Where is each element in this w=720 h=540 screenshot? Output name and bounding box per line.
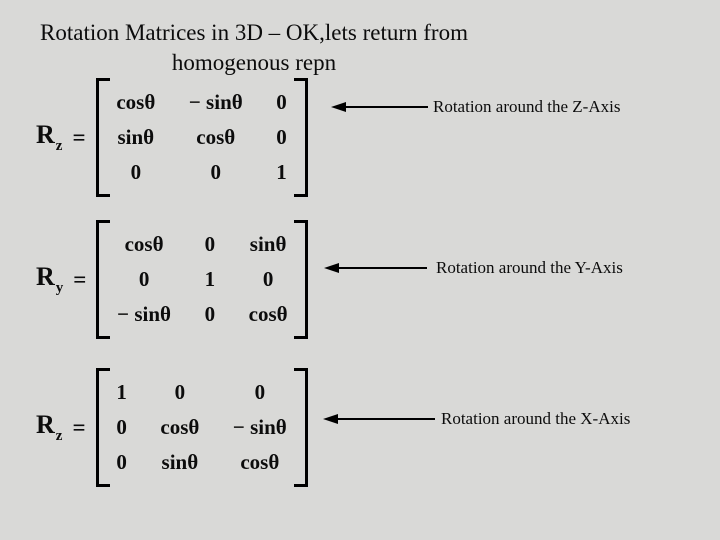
matrix-cell: 1 — [276, 160, 287, 184]
matrix-cell: cosθ — [116, 90, 156, 114]
matrix-brackets: 1 0 0 0 cosθ − sinθ 0 sinθ cosθ — [95, 368, 308, 487]
matrix-entries: cosθ 0 sinθ 0 1 0 − sinθ 0 cosθ — [113, 227, 291, 332]
arrow-line — [338, 418, 435, 420]
annotation-arrow-y — [324, 261, 427, 275]
matrix-group-z: Rz = cosθ − sinθ 0 sinθ cosθ 0 0 0 1 — [36, 78, 308, 197]
annotation-z-axis: Rotation around the Z-Axis — [433, 97, 621, 116]
arrow-head-icon — [331, 102, 346, 112]
equals-sign: = — [72, 414, 86, 440]
matrix-letter: R — [36, 410, 56, 439]
matrix-letter: R — [36, 120, 56, 149]
matrix-label: Rz — [36, 120, 63, 155]
arrow-head-icon — [323, 414, 338, 424]
matrix-brackets: cosθ 0 sinθ 0 1 0 − sinθ 0 cosθ — [96, 220, 309, 339]
matrix-cell: 0 — [116, 415, 127, 439]
matrix-cell: cosθ — [196, 125, 236, 149]
matrix-cell: 1 — [204, 267, 216, 291]
matrix-cell: 0 — [116, 450, 127, 474]
matrix-cell: cosθ — [160, 415, 200, 439]
annotation-x-axis: Rotation around the X-Axis — [441, 409, 631, 428]
matrix-cell: 0 — [210, 160, 222, 184]
matrix-cell: − sinθ — [117, 302, 172, 326]
matrix-cell: 0 — [276, 125, 287, 149]
annotation-arrow-z — [331, 100, 428, 114]
matrix-entries: 1 0 0 0 cosθ − sinθ 0 sinθ cosθ — [113, 375, 291, 480]
matrix-label: Ry — [36, 262, 64, 297]
matrix-cell: 0 — [138, 267, 150, 291]
matrix-cell: cosθ — [124, 232, 164, 256]
arrow-line — [346, 106, 428, 108]
matrix-subscript: y — [55, 280, 65, 296]
matrix-cell: 0 — [204, 302, 216, 326]
title-line-2: homogenous repn — [171, 50, 337, 75]
arrow-head-icon — [324, 263, 339, 273]
annotation-arrow-x — [323, 412, 435, 426]
matrix-group-y: Ry = cosθ 0 sinθ 0 1 0 − sinθ 0 cosθ — [36, 220, 309, 339]
matrix-cell: cosθ — [240, 450, 280, 474]
matrix-letter: R — [36, 262, 56, 291]
title-line-1: Rotation Matrices in 3D – OK,lets return… — [40, 20, 468, 45]
matrix-cell: cosθ — [248, 302, 288, 326]
matrix-cell: sinθ — [249, 232, 287, 256]
matrix-cell: 1 — [116, 380, 127, 404]
equals-sign: = — [72, 124, 86, 150]
matrix-brackets: cosθ − sinθ 0 sinθ cosθ 0 0 0 1 — [95, 78, 308, 197]
matrix-cell: 0 — [276, 90, 287, 114]
matrix-subscript: z — [55, 138, 64, 154]
equals-sign: = — [73, 266, 87, 292]
matrix-subscript: z — [55, 428, 64, 444]
matrix-cell: − sinθ — [232, 415, 287, 439]
matrix-cell: 0 — [254, 380, 266, 404]
annotation-y-axis: Rotation around the Y-Axis — [436, 258, 623, 277]
matrix-cell: sinθ — [117, 125, 155, 149]
matrix-cell: 0 — [174, 380, 186, 404]
matrix-cell: 0 — [262, 267, 274, 291]
matrix-label: Rz — [36, 410, 63, 445]
matrix-cell: sinθ — [161, 450, 199, 474]
matrix-group-x: Rz = 1 0 0 0 cosθ − sinθ 0 sinθ cosθ — [36, 368, 308, 487]
matrix-cell: 0 — [204, 232, 216, 256]
matrix-entries: cosθ − sinθ 0 sinθ cosθ 0 0 0 1 — [113, 85, 291, 190]
matrix-cell: − sinθ — [188, 90, 243, 114]
arrow-line — [339, 267, 427, 269]
page-title: Rotation Matrices in 3D – OK,lets return… — [30, 18, 478, 78]
matrix-cell: 0 — [130, 160, 142, 184]
